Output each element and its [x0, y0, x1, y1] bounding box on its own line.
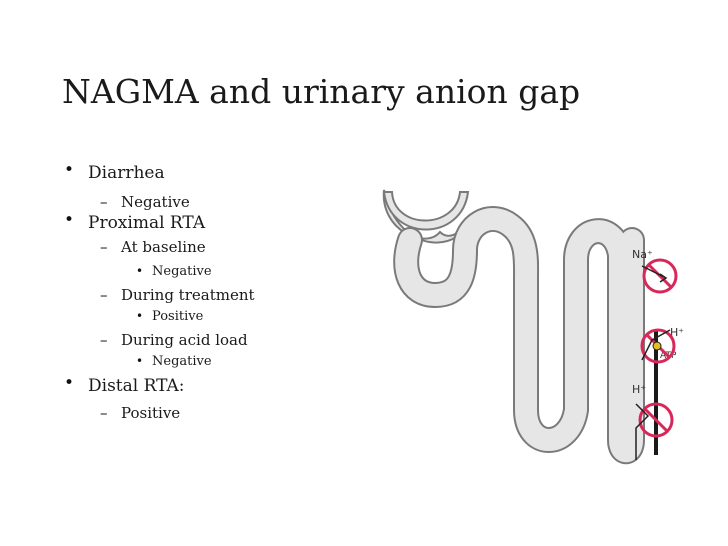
- bullet-item: Negative: [152, 354, 212, 369]
- prohibited-exchanger-icon: [641, 258, 678, 294]
- prohibited-channel-icon: [635, 402, 674, 460]
- bullet-dot-icon: •: [64, 210, 75, 230]
- bullet-dot-icon: •: [64, 373, 75, 393]
- bullet-item: Diarrhea: [88, 163, 165, 183]
- slide-title: NAGMA and urinary anion gap: [62, 72, 581, 111]
- prohibited-pump-icon: [640, 328, 676, 364]
- bullet-item: Positive: [152, 309, 204, 324]
- sodium-label: Na⁺: [632, 248, 653, 261]
- bullet-item: Negative: [152, 264, 212, 279]
- glomerular-capsule-cup: [382, 191, 470, 231]
- bullet-dot-icon: •: [136, 264, 144, 278]
- bullet-item: During treatment: [121, 286, 255, 304]
- renal-tubule-lumen: [395, 208, 643, 462]
- bullet-item: Negative: [121, 193, 190, 211]
- bullet-item: At baseline: [121, 238, 206, 256]
- bullet-dot-icon: •: [64, 160, 75, 180]
- dash-icon: –: [100, 193, 108, 211]
- bullet-item: Distal RTA:: [88, 376, 185, 396]
- dash-icon: –: [100, 238, 108, 256]
- bullet-item: Proximal RTA: [88, 213, 206, 233]
- bullet-dot-icon: •: [136, 354, 144, 368]
- nephron-diagram: Na⁺ H⁺ ATP H⁺: [382, 189, 684, 464]
- dash-icon: –: [100, 331, 108, 349]
- dash-icon: –: [100, 404, 108, 422]
- bullet-item: During acid load: [121, 331, 248, 349]
- dash-icon: –: [100, 286, 108, 304]
- proton-label-top: H⁺: [670, 326, 684, 339]
- proton-label-bottom: H⁺: [632, 383, 646, 396]
- bullet-item: Positive: [121, 404, 181, 422]
- bullet-dot-icon: •: [136, 309, 144, 323]
